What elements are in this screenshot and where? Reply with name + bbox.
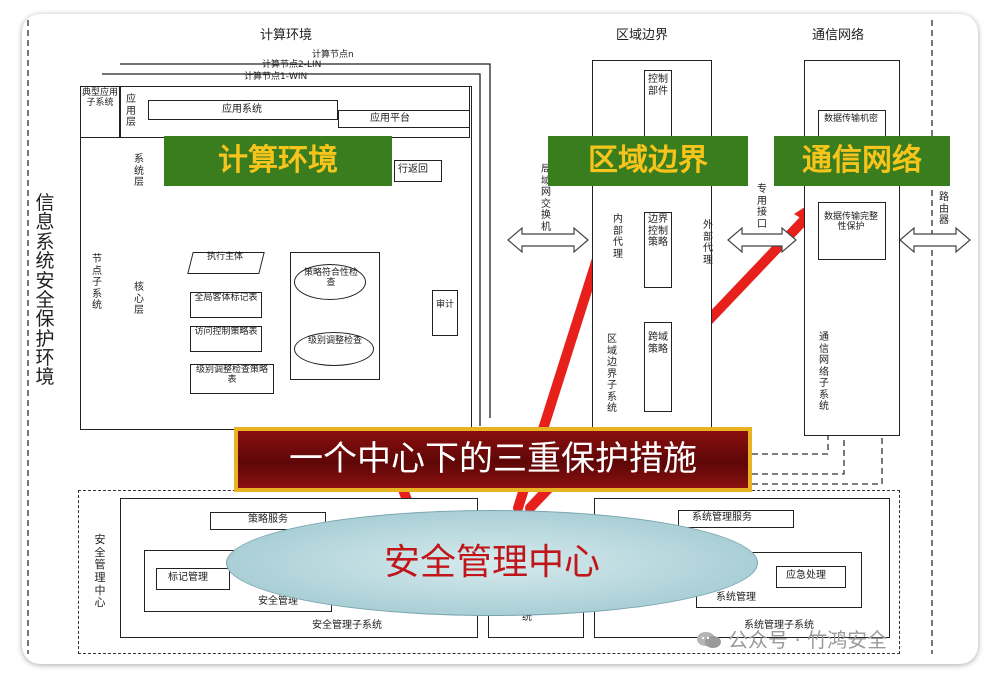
left-column-label: 信息系统安全保护环境 bbox=[35, 192, 55, 389]
boundary-policy-box bbox=[644, 212, 672, 288]
app-layer-label: 应用层 bbox=[126, 94, 136, 128]
node-lin-label: 计算节点2-LIN bbox=[262, 60, 322, 70]
transmission-mech-label: 数据传输机密 bbox=[823, 114, 878, 124]
system-layer-label: 系统层 bbox=[134, 154, 144, 188]
app-platform-label: 应用平台 bbox=[370, 113, 410, 124]
cross-domain-box bbox=[644, 322, 672, 412]
header-compute: 计算环境 bbox=[260, 28, 313, 43]
access-policy-table-label: 访问控制策略表 bbox=[194, 327, 258, 337]
router-label: 路由器 bbox=[939, 192, 949, 226]
label-mgmt-label: 标记管理 bbox=[168, 572, 208, 583]
boundary-policy-label: 边界控制策略 bbox=[648, 214, 668, 248]
switch-label: 局域网交换机 bbox=[541, 164, 551, 233]
system-mgmt-service-label: 系统管理服务 bbox=[692, 512, 752, 523]
inner-proxy-label: 内部代理 bbox=[613, 214, 623, 260]
global-object-table-label: 全局客体标记表 bbox=[194, 293, 258, 303]
boundary-subsystem-label: 区域边界子系统 bbox=[607, 334, 617, 414]
audit-label: 审计 bbox=[435, 300, 454, 310]
access-policy-table-box bbox=[190, 326, 262, 352]
exec-subject-label: 执行主体 bbox=[206, 252, 243, 262]
policy-service-label: 策略服务 bbox=[248, 514, 288, 525]
policy-check-label: 策略符合性检查 bbox=[304, 268, 359, 289]
app-system-label: 应用系统 bbox=[222, 104, 262, 115]
level-check-ellipse bbox=[294, 332, 374, 366]
green-label-boundary: 区域边界 bbox=[548, 136, 748, 186]
node-win-label: 计算节点1-WIN bbox=[244, 72, 308, 82]
integrity-label: 数据传输完整性保护 bbox=[823, 212, 878, 233]
security-subsystem-label: 安全管理子系统 bbox=[312, 620, 382, 631]
watermark: 公众号 · 竹鸿安全 bbox=[696, 624, 887, 653]
audit-box bbox=[432, 290, 458, 336]
connector-arrows bbox=[507, 226, 971, 254]
app-system-box bbox=[148, 100, 338, 120]
three-protections-banner: 一个中心下的三重保护措施 bbox=[234, 427, 752, 492]
emergency-label: 应急处理 bbox=[786, 570, 826, 581]
control-component-label: 控制部件 bbox=[648, 74, 668, 97]
header-network: 通信网络 bbox=[812, 28, 865, 43]
green-label-compute: 计算环境 bbox=[164, 136, 392, 186]
return-box bbox=[394, 160, 442, 182]
node-frame-lin bbox=[102, 73, 481, 426]
return-label: 行返回 bbox=[398, 164, 428, 175]
system-mgmt-subsystem-label: 系统管理子系统 bbox=[744, 620, 814, 631]
typical-app-box bbox=[80, 86, 120, 138]
policy-check-ellipse bbox=[294, 264, 366, 300]
security-mgmt-label: 安全管理 bbox=[258, 596, 298, 607]
security-mgmt-center-ellipse: 安全管理中心 bbox=[226, 510, 758, 616]
outer-proxy-label: 外部代理 bbox=[703, 220, 713, 266]
global-object-table-box bbox=[190, 292, 262, 318]
router-double-arrow bbox=[899, 226, 971, 254]
wechat-icon bbox=[696, 630, 722, 650]
audit-subsystem-tail: 统 bbox=[522, 612, 532, 623]
label-mgmt-box bbox=[156, 568, 230, 590]
green-label-network: 通信网络 bbox=[774, 136, 950, 186]
level-adjust-table-box bbox=[190, 364, 274, 394]
node-n-label: 计算节点n bbox=[312, 50, 354, 60]
level-adjust-table-label: 级别调整检查策略表 bbox=[195, 365, 268, 386]
level-check-label: 级别调整检查 bbox=[307, 336, 362, 346]
header-boundary: 区域边界 bbox=[616, 28, 669, 43]
app-platform-box bbox=[338, 110, 470, 128]
node-frame-n bbox=[120, 63, 491, 418]
diagram-card: 信息系统安全保护环境 计算环境 区域边界 通信网络 计算节点n 计算节点2-LI… bbox=[22, 14, 978, 664]
dedicated-port-label: 专用接口 bbox=[757, 184, 767, 230]
watermark-text: 公众号 · 竹鸿安全 bbox=[728, 628, 888, 652]
cross-domain-label: 跨域策略 bbox=[648, 332, 668, 355]
node-subsystem-label: 节点子系统 bbox=[92, 254, 102, 311]
switch-double-arrow bbox=[507, 226, 589, 254]
emergency-box bbox=[776, 566, 846, 588]
system-mgmt-label: 系统管理 bbox=[716, 592, 756, 603]
integrity-box bbox=[818, 202, 886, 260]
core-layer-label: 核心层 bbox=[134, 282, 144, 316]
network-subsystem-label: 通信网络子系统 bbox=[819, 332, 829, 412]
port-double-arrow bbox=[727, 226, 797, 254]
mgmt-side-label: 安全管理中心 bbox=[94, 533, 106, 610]
system-mgmt-service-box bbox=[678, 510, 794, 528]
typical-app-label: 典型应用子系统 bbox=[82, 88, 119, 109]
